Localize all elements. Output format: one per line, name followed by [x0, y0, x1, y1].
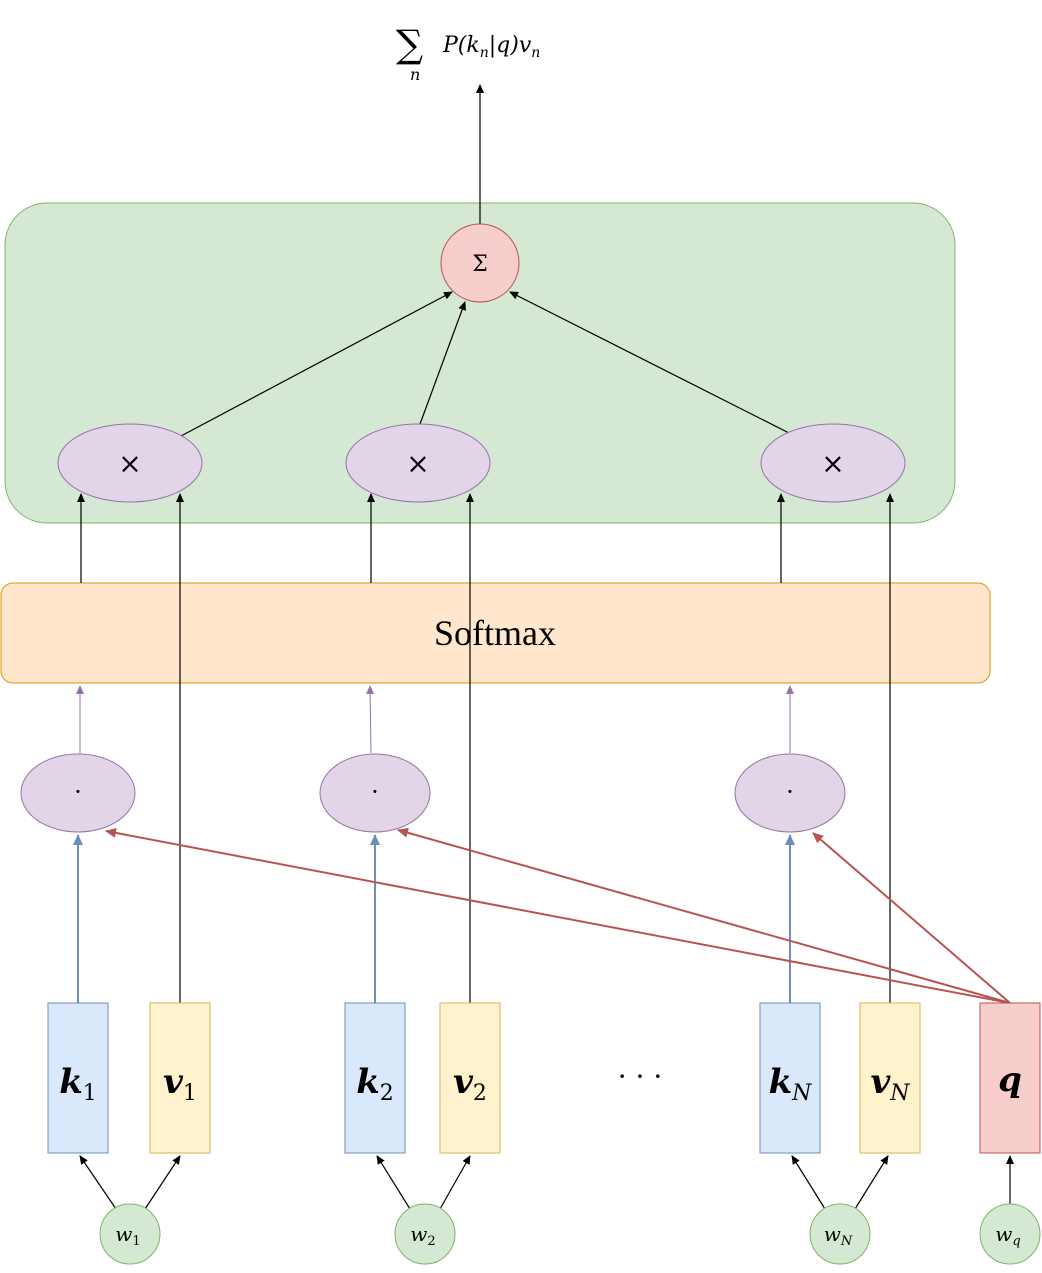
arrow-mult1-to-sum — [180, 291, 453, 437]
value-box-2: v2 — [439, 1002, 501, 1154]
arrow-mult2-to-sum — [419, 301, 466, 425]
arrow-w1-to-k1 — [79, 1155, 117, 1210]
sum-node: Σ — [440, 223, 520, 303]
key-label: k1 — [59, 1062, 97, 1106]
summation-index: n — [410, 65, 420, 84]
value-label: v1 — [163, 1062, 197, 1106]
arrow-wN-to-vN — [854, 1155, 889, 1210]
arrow-q-to-dot2 — [397, 827, 1011, 1004]
weight-node-3: wN — [809, 1203, 871, 1265]
query-box: q — [979, 1002, 1041, 1154]
multiply-node-2: × — [345, 423, 491, 503]
summation-symbol: ∑ — [396, 22, 423, 66]
softmax-box: Softmax — [0, 582, 991, 684]
output-expression: P(kn|q)vn — [442, 33, 540, 61]
arrow-w2-to-v2 — [439, 1155, 471, 1210]
weight-node-2: w2 — [394, 1203, 456, 1265]
weight-label: w1 — [115, 1222, 140, 1249]
key-label: k2 — [356, 1062, 394, 1106]
arrow-mult3-to-sum — [509, 291, 790, 434]
dot-node-1: · — [20, 753, 136, 833]
dot-node-label: · — [371, 778, 379, 806]
weight-label: w2 — [410, 1222, 435, 1249]
key-box-1: k1 — [47, 1002, 109, 1154]
value-box-1: v1 — [149, 1002, 211, 1154]
arrow-wN-to-kN — [791, 1155, 826, 1210]
weight-label: wq — [995, 1222, 1020, 1249]
query-label: q — [998, 1060, 1022, 1100]
multiply-node-1: × — [57, 423, 203, 503]
multiply-node-label: × — [118, 447, 141, 480]
key-box-3: kN — [759, 1002, 821, 1154]
dot-node-label: · — [74, 778, 82, 806]
multiply-node-label: × — [821, 447, 844, 480]
ellipsis: · · · — [618, 1060, 663, 1093]
key-label: kN — [769, 1062, 813, 1106]
weight-label: wN — [824, 1222, 853, 1249]
softmax-label: Softmax — [434, 613, 556, 653]
arrow-w2-to-k2 — [376, 1155, 411, 1210]
weight-node-1: w1 — [99, 1203, 161, 1265]
arrow-w1-to-v1 — [144, 1155, 181, 1210]
weight-node-q: wq — [979, 1203, 1041, 1265]
sum-node-label: Σ — [472, 252, 488, 277]
value-label: v2 — [453, 1062, 487, 1106]
arrow-q-to-dot1 — [105, 827, 1011, 1004]
output-formula: ∑ n P(kn|q)vn — [396, 22, 540, 84]
arrow-q-to-dot3 — [812, 832, 1011, 1004]
dot-node-label: · — [786, 778, 794, 806]
value-label: vN — [870, 1062, 910, 1106]
multiply-node-label: × — [406, 447, 429, 480]
value-box-3: vN — [859, 1002, 921, 1154]
arrow-dot2-to-softmax — [366, 685, 375, 754]
multiply-node-3: × — [760, 423, 906, 503]
key-box-2: k2 — [344, 1002, 406, 1154]
dot-node-2: · — [319, 753, 431, 833]
dot-node-3: · — [734, 753, 846, 833]
